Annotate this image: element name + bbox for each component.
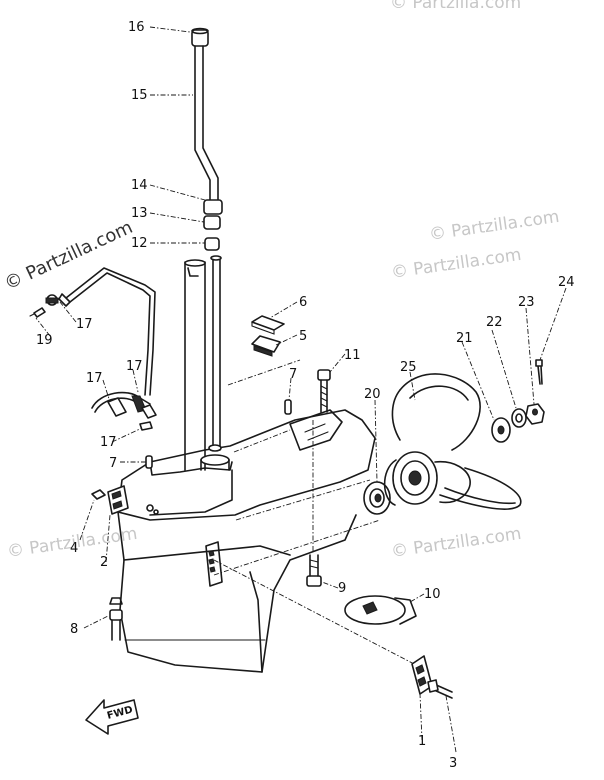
bolt-9 bbox=[306, 420, 322, 587]
wire-clamp bbox=[91, 391, 157, 431]
callout-25: 25 bbox=[400, 360, 417, 375]
callout-1: 1 bbox=[418, 734, 426, 749]
callout-2: 2 bbox=[100, 555, 108, 570]
callout-13: 13 bbox=[131, 206, 148, 221]
watermark: © Partzilla.com bbox=[390, 245, 523, 283]
callout-17-middle: 17 bbox=[86, 371, 103, 386]
callout-9: 9 bbox=[338, 581, 346, 596]
callout-10: 10 bbox=[424, 587, 441, 602]
callout-21: 21 bbox=[456, 331, 473, 346]
watermark: © Partzilla.com bbox=[390, 0, 521, 13]
callout-7-lower: 7 bbox=[109, 456, 117, 471]
callout-19: 19 bbox=[36, 333, 53, 348]
bolt-11 bbox=[317, 369, 331, 413]
callout-20: 20 bbox=[364, 387, 381, 402]
callout-17-lower: 17 bbox=[100, 435, 117, 450]
callout-6: 6 bbox=[299, 295, 307, 310]
callout-24: 24 bbox=[558, 275, 575, 290]
shift-rod bbox=[58, 267, 156, 396]
fwd-arrow: FWD bbox=[85, 699, 139, 735]
watermark-main: © Partzilla.com bbox=[1, 217, 136, 295]
callout-17-upper: 17 bbox=[126, 359, 143, 374]
seal-20 bbox=[363, 481, 391, 515]
watermark: © Partzilla.com bbox=[390, 524, 523, 562]
callout-8: 8 bbox=[70, 622, 78, 637]
callout-4: 4 bbox=[70, 541, 78, 556]
pads-6-5 bbox=[251, 315, 285, 357]
gear-case bbox=[91, 359, 381, 673]
watermark: © Partzilla.com bbox=[428, 207, 561, 245]
propeller-25 bbox=[383, 373, 522, 510]
clip-parts-left bbox=[29, 294, 59, 318]
cover-plate-10 bbox=[344, 595, 417, 625]
watermark-main-text: © Partzilla.com bbox=[1, 217, 136, 295]
callout-22: 22 bbox=[486, 315, 503, 330]
callout-17-left: 17 bbox=[76, 317, 93, 332]
anode-1 bbox=[213, 559, 453, 699]
callout-5: 5 bbox=[299, 329, 307, 344]
callout-3: 3 bbox=[449, 756, 457, 771]
callout-12: 12 bbox=[131, 236, 148, 251]
prop-hardware bbox=[491, 359, 545, 443]
watermark-layer: © Partzilla.com © Partzilla.com © Partzi… bbox=[6, 0, 561, 562]
callout-23: 23 bbox=[518, 295, 535, 310]
callout-16: 16 bbox=[128, 20, 145, 35]
callout-15: 15 bbox=[131, 88, 148, 103]
callout-leaders bbox=[35, 26, 567, 753]
callout-11: 11 bbox=[344, 348, 361, 363]
callout-7-upper: 7 bbox=[289, 367, 297, 382]
drive-shaft bbox=[184, 27, 223, 471]
callout-14: 14 bbox=[131, 178, 148, 193]
callout-labels: 16 15 14 13 12 6 5 11 7 17 19 17 17 17 7… bbox=[36, 20, 575, 771]
bolt-8 bbox=[109, 597, 123, 641]
